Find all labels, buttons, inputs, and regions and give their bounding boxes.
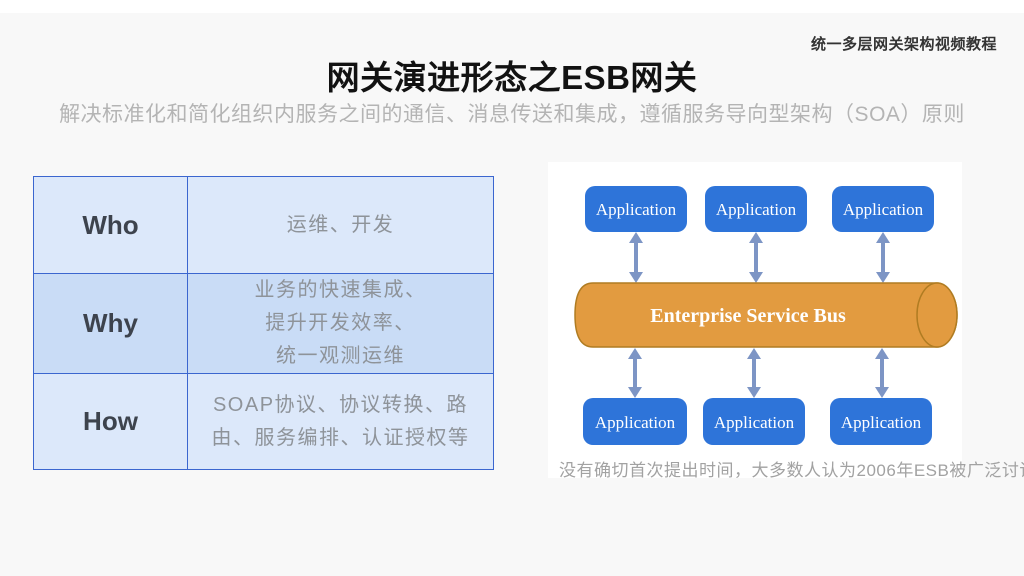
arrow-bottom-3-icon [875,348,889,398]
esb-bus-cylinder: Enterprise Service Bus [574,282,958,348]
table-row-how-content: SOAP协议、协议转换、路由、服务编排、认证授权等 [187,373,493,469]
application-label: Application [841,413,922,432]
diagram-caption: 没有确切首次提出时间，大多数人认为2006年ESB被广泛讨论 [559,461,1024,480]
application-box-bottom-3: Application [830,398,932,445]
info-table: Who 运维、开发 Why 业务的快速集成、 提升开发效率、 统一观测运维 Ho… [33,176,494,470]
application-label: Application [716,200,797,219]
arrow-bottom-1-icon [628,348,642,398]
application-label: Application [596,200,677,219]
application-box-bottom-2: Application [703,398,805,445]
esb-diagram-panel: Application Application Application [548,162,962,478]
row-label: Why [83,308,138,338]
table-row-who-label: Who [34,177,187,273]
table-row-how-label: How [34,373,187,469]
application-box-top-3: Application [832,186,934,232]
application-box-bottom-1: Application [583,398,687,445]
page-subtitle: 解决标准化和简化组织内服务之间的通信、消息传送和集成，遵循服务导向型架构（SOA… [59,103,965,126]
table-row-who-content: 运维、开发 [187,177,493,273]
row-content: SOAP协议、协议转换、路由、服务编排、认证授权等 [211,393,470,449]
application-label: Application [595,413,676,432]
table-row-why-label: Why [34,273,187,373]
esb-bus-label: Enterprise Service Bus [650,305,846,327]
table-row-why-content: 业务的快速集成、 提升开发效率、 统一观测运维 [187,273,493,373]
row-label: How [83,406,138,436]
watermark-label: 统一多层网关架构视频教程 [810,36,997,53]
esb-diagram-svg: Application Application Application [574,186,958,445]
arrow-top-2-icon [749,232,763,283]
letterbox-strip [0,0,1024,13]
application-label: Application [714,413,795,432]
slide-background: 统一多层网关架构视频教程 网关演进形态之ESB网关 解决标准化和简化组织内服务之… [0,13,1024,576]
arrow-bottom-2-icon [747,348,761,398]
row-label: Who [82,209,139,240]
row-content: 运维、开发 [286,213,395,236]
application-label: Application [843,200,924,219]
arrow-top-1-icon [629,232,643,283]
page-title: 网关演进形态之ESB网关 [326,59,698,96]
application-box-top-1: Application [585,186,687,232]
application-box-top-2: Application [705,186,807,232]
arrow-top-3-icon [876,232,890,283]
row-content: 业务的快速集成、 提升开发效率、 统一观测运维 [254,279,427,367]
